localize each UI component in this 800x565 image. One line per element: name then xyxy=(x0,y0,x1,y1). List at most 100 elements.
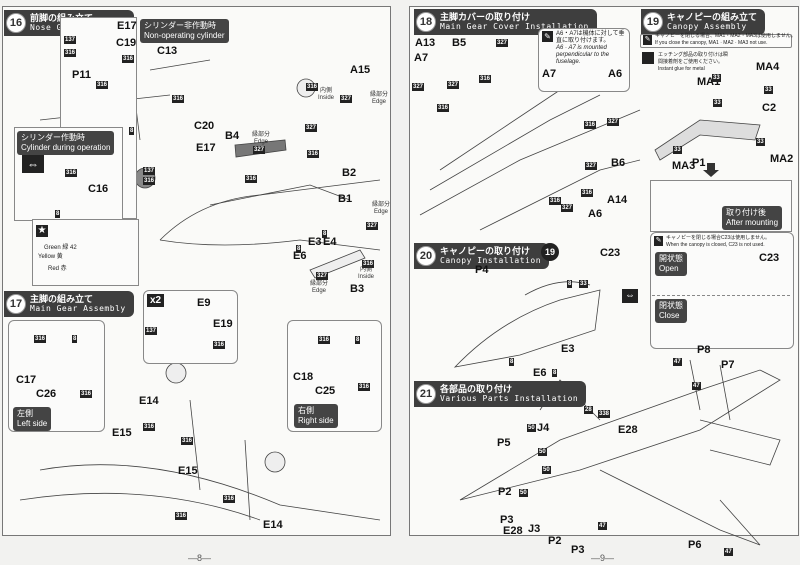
yellow-color-note: Yellow 黄 xyxy=(38,254,63,260)
perpendicular-note-jp: A6・A7は機体に対して垂直に取り付けます。 xyxy=(556,31,625,44)
tag-en: Cylinder during operation xyxy=(21,143,111,152)
part-label: P5 xyxy=(497,437,511,449)
color-code: 327 xyxy=(607,118,620,126)
part-label: P2 xyxy=(498,486,512,498)
canopy-c23-note-jp: キャノピーを閉じる場合C23は使用しません。 xyxy=(666,235,771,241)
step-title-en: Canopy Installation xyxy=(440,256,542,265)
color-code: 50 xyxy=(519,489,528,497)
color-code: 316 xyxy=(175,512,188,520)
step-number: 16 xyxy=(6,13,26,33)
part-label: C2 xyxy=(762,102,777,114)
etching-part-icon xyxy=(642,52,654,64)
part-label: B3 xyxy=(350,283,365,295)
part-label: C25 xyxy=(315,385,336,397)
part-label: E6 xyxy=(293,250,307,262)
color-code: 33 xyxy=(712,74,721,82)
tag-en: Right side xyxy=(298,416,334,425)
green-color-note: Green 緑 42 xyxy=(44,245,77,252)
color-code: 50 xyxy=(527,424,536,432)
part-label: C17 xyxy=(16,374,37,386)
color-code: 8 xyxy=(55,210,61,218)
color-code: 327 xyxy=(496,39,509,47)
part-label: C26 xyxy=(36,388,57,400)
color-code: 316 xyxy=(34,335,47,343)
state-divider xyxy=(652,295,790,296)
color-code: 316 xyxy=(318,336,331,344)
canopy-note2-en: Instant glue for metal xyxy=(658,66,705,72)
part-label: P7 xyxy=(721,359,735,371)
red-color-note: Red 赤 xyxy=(48,266,67,272)
double-arrow-icon: ⇔ xyxy=(622,289,638,303)
color-code: 316 xyxy=(437,104,450,112)
color-code: 316 xyxy=(122,55,135,63)
color-code: 316 xyxy=(213,341,226,349)
part-label: E28 xyxy=(503,525,523,537)
part-label: B4 xyxy=(225,130,240,142)
color-code: 33 xyxy=(579,280,588,288)
color-code: 47 xyxy=(598,522,607,530)
part-label: A7 xyxy=(542,68,557,80)
part-label: C16 xyxy=(88,183,109,195)
color-code: 316 xyxy=(549,197,562,205)
canopy-note1-en: If you close the canopy, MA1 · MA2 · MA3… xyxy=(655,40,768,46)
note-en: Inside xyxy=(358,274,375,280)
step-number: 21 xyxy=(416,384,436,404)
color-code: 137 xyxy=(64,36,77,44)
note-en: Edge xyxy=(254,139,269,145)
part-label: P3 xyxy=(500,514,514,526)
step-title-jp: キャノピーの取り付け xyxy=(440,246,531,256)
part-label: E6 xyxy=(533,367,547,379)
step-title-en: Main Gear Cover Installation xyxy=(440,22,589,31)
part-label: B5 xyxy=(452,37,467,49)
part-label: E17 xyxy=(117,20,137,32)
color-code: 137 xyxy=(145,327,158,335)
color-code: 47 xyxy=(724,548,733,556)
color-code: 316 xyxy=(65,169,78,177)
part-label: C13 xyxy=(157,45,178,57)
note-en: Edge xyxy=(372,99,387,105)
note-jp: 縁部分 xyxy=(372,202,391,208)
tag-en: Left side xyxy=(17,419,48,428)
part-label: E9 xyxy=(197,297,211,309)
part-label: C20 xyxy=(194,120,215,132)
note-en: Edge xyxy=(312,288,327,294)
part-label: A6 xyxy=(588,208,603,220)
part-label: E14 xyxy=(263,519,283,531)
color-code: 327 xyxy=(253,146,266,154)
step-title-en: Main Gear Assembly xyxy=(30,304,126,313)
color-code: 8 xyxy=(567,280,573,288)
part-label: P1 xyxy=(692,157,706,169)
color-code: 33 xyxy=(756,138,765,146)
part-label: MA2 xyxy=(770,153,794,165)
tag-en: Close xyxy=(659,311,680,320)
part-label: P11 xyxy=(72,69,91,81)
color-code: 33 xyxy=(713,99,722,107)
glue-brush-icon: ✎ xyxy=(643,35,652,45)
part-label: E3 xyxy=(561,343,575,355)
step-number: 17 xyxy=(6,294,26,314)
part-label: B6 xyxy=(611,157,626,169)
color-code: 327 xyxy=(316,272,329,280)
step-number: 20 xyxy=(416,246,436,266)
glue-brush-icon: ✎ xyxy=(542,31,553,42)
part-label: C18 xyxy=(293,371,314,383)
tag-jp: 右側 xyxy=(298,406,314,415)
canopy-state-box xyxy=(650,232,794,349)
color-code: 33 xyxy=(764,86,773,94)
tag-jp: 開状態 xyxy=(659,254,683,263)
tag-jp: シリンダー非作動時 xyxy=(144,21,216,30)
color-code: 316 xyxy=(307,150,320,158)
step-number: 19 xyxy=(643,12,663,32)
color-code: 137 xyxy=(143,167,156,175)
tag-jp: シリンダー作動時 xyxy=(21,133,85,142)
